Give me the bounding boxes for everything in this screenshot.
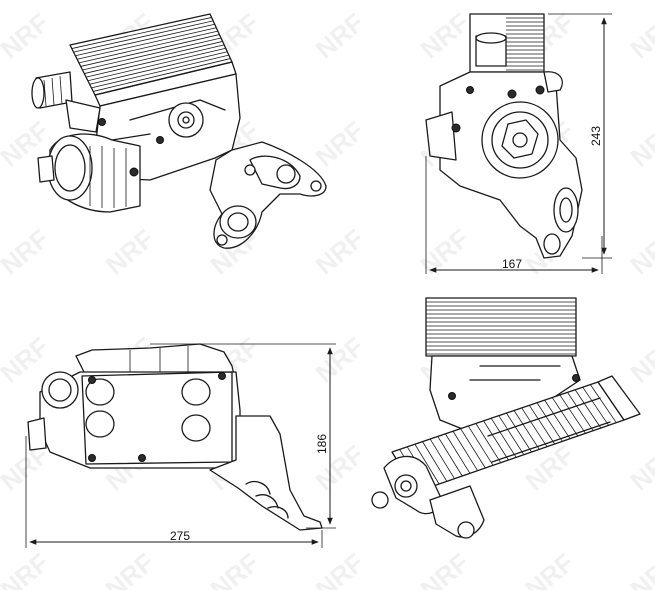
watermark-text: NRF — [205, 547, 265, 590]
watermark-text: NRF — [415, 223, 475, 280]
watermark-text: NRF — [310, 115, 370, 172]
watermark-text: NRF — [625, 7, 655, 64]
watermark-text: NRF — [0, 7, 55, 64]
watermark-text: NRF — [625, 331, 655, 388]
dimension-height-front: 243 — [589, 126, 603, 146]
watermark-text: NRF — [625, 439, 655, 496]
watermark-text: NRF — [625, 547, 655, 590]
watermark-text: NRF — [310, 7, 370, 64]
watermark-text: NRF — [100, 547, 160, 590]
watermark-text: NRF — [0, 547, 55, 590]
dimension-width-side: 275 — [170, 529, 190, 543]
dimension-height-side: 186 — [315, 434, 329, 454]
view-isometric — [31, 13, 327, 249]
watermark-text: NRF — [310, 223, 370, 280]
watermark-text: NRF — [415, 547, 475, 590]
watermark-text: NRF — [520, 547, 580, 590]
watermark-text: NRF — [100, 223, 160, 280]
watermark-text: NRF — [0, 223, 55, 280]
watermark-text: NRF — [310, 331, 370, 388]
watermark-text: NRF — [625, 115, 655, 172]
view-rear-isometric — [371, 297, 641, 539]
watermark-text: NRF — [310, 547, 370, 590]
watermark-text: NRF — [625, 223, 655, 280]
dimension-width-front: 167 — [502, 257, 522, 271]
view-side: 186 275 — [25, 343, 336, 548]
watermark-text: NRF — [415, 7, 475, 64]
view-front: 243 167 — [425, 13, 612, 274]
